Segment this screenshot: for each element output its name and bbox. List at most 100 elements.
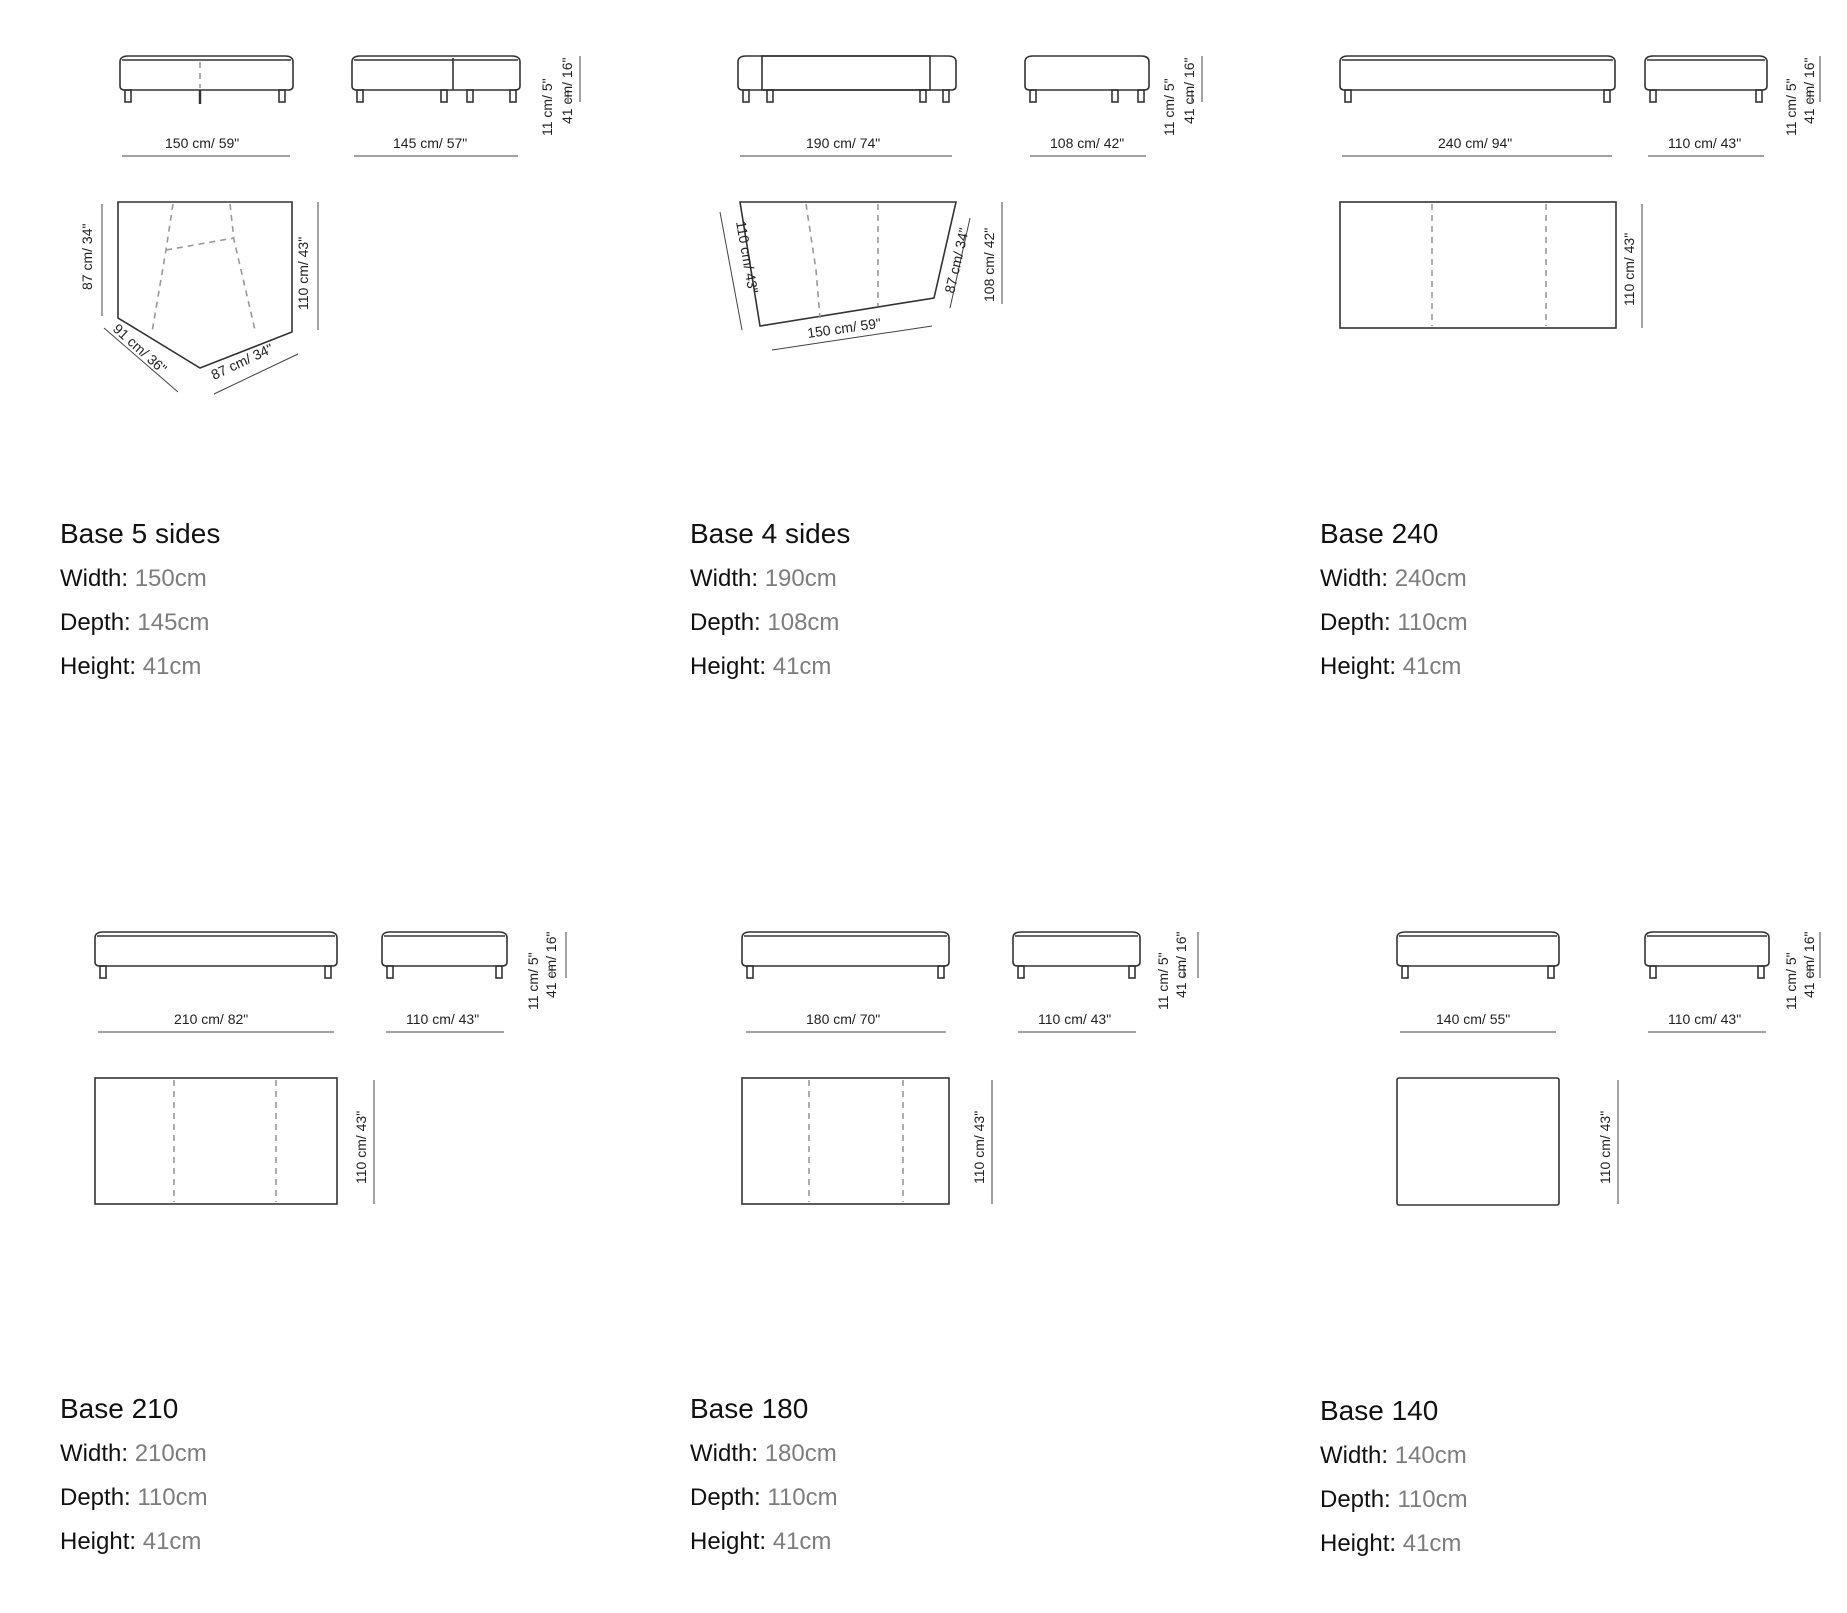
card-title: Base 4 sides — [690, 518, 851, 549]
height-row: Height: 41cm — [1320, 1529, 1468, 1559]
front-elevation — [741, 931, 950, 979]
card-title: Base 140 — [1320, 1395, 1439, 1426]
depth-row: Depth: 110cm — [60, 1483, 208, 1513]
left-side-label: 110 cm/ 43" — [733, 220, 761, 295]
width-value: 210cm — [134, 1440, 207, 1467]
height-value: 41cm — [772, 1528, 832, 1555]
depth-row: Depth: 108cm — [690, 608, 850, 638]
front-elevation — [119, 55, 294, 104]
depth-side-label: 110 cm/ 43" — [353, 1111, 369, 1184]
base-210-specs: Base 210 Width: 210cm Depth: 110cm Heigh… — [60, 1393, 208, 1571]
card-title: Base 5 sides — [60, 518, 221, 549]
width-value: 180cm — [764, 1440, 837, 1467]
width-label: Width: — [1320, 565, 1389, 592]
depth-label: Depth: — [690, 609, 761, 636]
height-dimension: 11 cm/ 5" 41 cm/ 16" — [1161, 56, 1203, 136]
height-label: Height: — [690, 653, 767, 680]
depth-side-label: 110 cm/ 43" — [1621, 233, 1637, 306]
width-row: Width: 190cm — [690, 564, 850, 594]
front-elevation — [1339, 55, 1616, 103]
base-4-sides-specs: Base 4 sides Width: 190cm Depth: 108cm H… — [690, 518, 850, 696]
front-width-label: 150 cm/ 59" — [165, 135, 239, 151]
width-value: 240cm — [1394, 565, 1467, 592]
height-label: Height: — [60, 1528, 137, 1555]
side-elevation — [1644, 931, 1770, 979]
total-height-label: 41 cm/ 16" — [1173, 932, 1189, 998]
height-label: Height: — [1320, 653, 1397, 680]
depth-side-label: 110 cm/ 43" — [971, 1111, 987, 1184]
depth-row: Depth: 110cm — [1320, 608, 1468, 638]
depth-row: Depth: 110cm — [1320, 1485, 1468, 1515]
depth-value: 110cm — [137, 1484, 208, 1511]
height-row: Height: 41cm — [690, 652, 850, 682]
card-title: Base 240 — [1320, 518, 1439, 549]
height-label: Height: — [690, 1528, 767, 1555]
depth-label: Depth: — [60, 609, 131, 636]
width-label: Width: — [60, 565, 129, 592]
front-width-label: 240 cm/ 94" — [1438, 135, 1512, 151]
height-value: 41cm — [1402, 1530, 1462, 1557]
front-width-label: 210 cm/ 82" — [174, 1011, 248, 1027]
width-row: Width: 240cm — [1320, 564, 1468, 594]
width-label: Width: — [60, 1440, 129, 1467]
front-width-label: 180 cm/ 70" — [806, 1011, 880, 1027]
width-row: Width: 210cm — [60, 1439, 208, 1469]
width-value: 140cm — [1394, 1442, 1467, 1469]
base-210-drawing: 11 cm/ 5" 41 cm/ 16" 210 cm/ 82" 110 cm/… — [94, 931, 567, 1205]
base-4-sides-drawing: 11 cm/ 5" 41 cm/ 16" 190 cm/ 74" 108 cm/… — [719, 55, 1203, 351]
base-5-sides-specs: Base 5 sides Width: 150cm Depth: 145cm H… — [60, 518, 220, 696]
bottom-label: 150 cm/ 59" — [806, 315, 882, 341]
base-180-specs: Base 180 Width: 180cm Depth: 110cm Heigh… — [690, 1393, 838, 1571]
height-row: Height: 41cm — [690, 1527, 838, 1557]
depth-label: Depth: — [690, 1484, 761, 1511]
front-width-label: 190 cm/ 74" — [806, 135, 880, 151]
side-width-label: 145 cm/ 57" — [393, 135, 467, 151]
base-180-drawing: 11 cm/ 5" 41 cm/ 16" 180 cm/ 70" 110 cm/… — [741, 931, 1199, 1205]
plan-view: 110 cm/ 43" — [1396, 1077, 1619, 1206]
height-row: Height: 41cm — [60, 652, 220, 682]
depth-row: Depth: 110cm — [690, 1483, 838, 1513]
height-label: Height: — [60, 653, 137, 680]
height-value: 41cm — [772, 653, 832, 680]
depth-label: Depth: — [1320, 1486, 1391, 1513]
side-elevation — [351, 55, 521, 103]
height-dimension: 11 cm/ 5" 41 cm/ 16" — [525, 932, 567, 1010]
base-140-specs: Base 140 Width: 140cm Depth: 110cm Heigh… — [1320, 1395, 1468, 1573]
front-elevation — [94, 931, 338, 979]
total-height-label: 41 cm/ 16" — [1801, 932, 1817, 998]
leg-height-label: 11 cm/ 5" — [1783, 952, 1799, 1010]
width-row: Width: 180cm — [690, 1439, 838, 1469]
base-140-drawing: 11 cm/ 5" 41 cm/ 16" 140 cm/ 55" 110 cm/… — [1396, 931, 1821, 1206]
height-row: Height: 41cm — [60, 1527, 208, 1557]
width-row: Width: 140cm — [1320, 1441, 1468, 1471]
height-row: Height: 41cm — [1320, 652, 1468, 682]
card-title: Base 210 — [60, 1393, 179, 1424]
width-value: 150cm — [134, 565, 207, 592]
height-value: 41cm — [1402, 653, 1462, 680]
total-height-label: 41 cm/ 16" — [1181, 58, 1197, 124]
width-label: Width: — [1320, 1442, 1389, 1469]
right-side-label: 87 cm/ 34" — [941, 226, 972, 294]
depth-side-label: 110 cm/ 43" — [1597, 1111, 1613, 1184]
side-width-label: 110 cm/ 43" — [1038, 1011, 1111, 1027]
plan-view: 110 cm/ 43" — [94, 1077, 375, 1205]
diag-left-label: 91 cm/ 36" — [110, 320, 170, 376]
height-label: Height: — [1320, 1530, 1397, 1557]
depth-row: Depth: 145cm — [60, 608, 220, 638]
card-title: Base 180 — [690, 1393, 809, 1424]
leg-height-label: 11 cm/ 5" — [525, 952, 541, 1010]
side-width-label: 110 cm/ 43" — [1668, 1011, 1741, 1027]
depth-label: Depth: — [1320, 609, 1391, 636]
depth-side-label: 108 cm/ 42" — [981, 228, 997, 302]
base-240-specs: Base 240 Width: 240cm Depth: 110cm Heigh… — [1320, 518, 1468, 696]
side-elevation — [1012, 931, 1141, 979]
total-height-label: 41 cm/ 16" — [1801, 58, 1817, 124]
width-label: Width: — [690, 565, 759, 592]
side-width-label: 110 cm/ 43" — [1668, 135, 1741, 151]
depth-value: 110cm — [1397, 1486, 1468, 1513]
leg-height-label: 11 cm/ 5" — [1783, 78, 1799, 136]
width-row: Width: 150cm — [60, 564, 220, 594]
side-width-label: 110 cm/ 43" — [406, 1011, 479, 1027]
side-width-label: 108 cm/ 42" — [1050, 135, 1124, 151]
leg-height-label: 11 cm/ 5" — [1155, 952, 1171, 1010]
